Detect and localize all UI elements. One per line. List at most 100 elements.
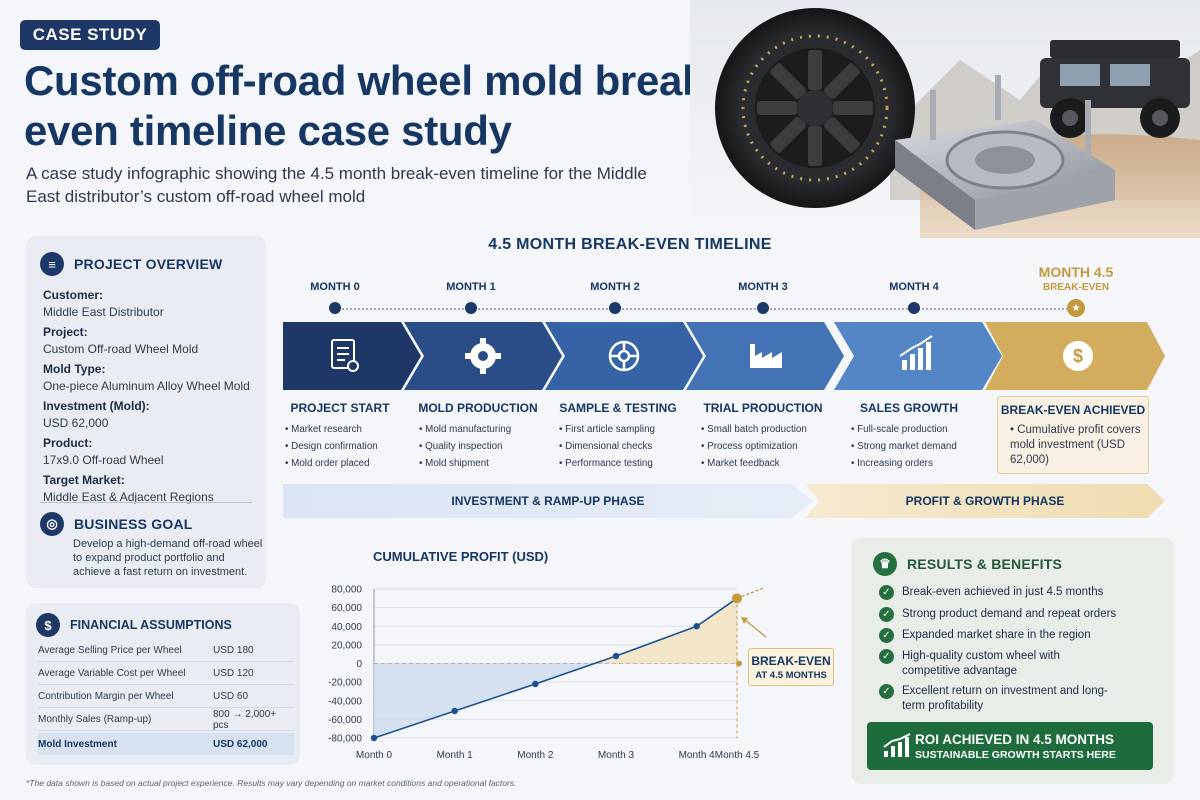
stage-title: PROJECT START bbox=[290, 401, 390, 415]
customer-label: Customer: bbox=[43, 288, 104, 302]
x-tick-label: Month 0 bbox=[356, 750, 393, 761]
result-text: Break-even achieved in just 4.5 months bbox=[902, 586, 1104, 598]
timeline-axis bbox=[335, 308, 1075, 310]
stage-bullet: Process optimization bbox=[701, 438, 851, 455]
x-tick-label: Month 3 bbox=[598, 750, 635, 761]
roi-banner: ROI ACHIEVED IN 4.5 MONTHS SUSTAINABLE G… bbox=[867, 722, 1153, 770]
timeline-title: 4.5 MONTH BREAK-EVEN TIMELINE bbox=[488, 236, 772, 253]
stage-chevron-sample-testing bbox=[545, 322, 705, 390]
data-point bbox=[693, 623, 700, 630]
breakeven-achieved-detail: Cumulative profit covers mold investment… bbox=[1010, 424, 1141, 466]
stage-bullet: Full-scale production bbox=[851, 421, 1001, 438]
stage-bullet: Mold manufacturing bbox=[419, 421, 569, 438]
profit-phase-label: PROFIT & GROWTH PHASE bbox=[905, 494, 1065, 508]
results-benefits-panel: ♛ RESULTS & BENEFITS ✓Break-even achieve… bbox=[851, 538, 1174, 784]
project-value: Custom Off-road Wheel Mold bbox=[43, 342, 199, 356]
finance-row-key: Mold Investment bbox=[38, 738, 117, 750]
stage-bullet: Market feedback bbox=[701, 455, 851, 472]
y-tick-label: 40,000 bbox=[331, 622, 362, 633]
roi-main-text: ROI ACHIEVED IN 4.5 MONTHS bbox=[915, 731, 1115, 747]
annotation-line1: BREAK-EVEN bbox=[751, 654, 831, 668]
finance-row-key: Monthly Sales (Ramp-up) bbox=[38, 714, 152, 725]
month-label: MONTH 2 bbox=[590, 281, 640, 293]
results-benefits-title: RESULTS & BENEFITS bbox=[907, 556, 1063, 572]
finance-row-key: Average Selling Price per Wheel bbox=[38, 645, 182, 656]
roi-sub-text: SUSTAINABLE GROWTH STARTS HERE bbox=[915, 748, 1116, 761]
y-tick-label: 80,000 bbox=[331, 585, 362, 596]
check-icon: ✓ bbox=[879, 607, 894, 622]
y-tick-label: -40,000 bbox=[328, 696, 362, 707]
result-text: Strong product demand and repeat orders bbox=[902, 608, 1117, 620]
stage-bullets: Market research Design confirmation Mold… bbox=[285, 421, 435, 472]
cumulative-profit-chart: 80,00060,00040,00020,0000-20,000-40,000-… bbox=[328, 585, 767, 761]
stage-bullet: Mold order placed bbox=[285, 455, 435, 472]
y-tick-label: -60,000 bbox=[328, 715, 362, 726]
product-value: 17x9.0 Off-road Wheel bbox=[43, 453, 164, 467]
result-item: ✓ Strong product demand and repeat orders bbox=[879, 607, 1169, 622]
breakeven-annotation-box: BREAK-EVEN AT 4.5 MONTHS bbox=[748, 648, 834, 686]
finance-row: Contribution Margin per Wheel USD 60 bbox=[38, 686, 294, 708]
hero-illustration bbox=[690, 0, 1200, 238]
gear-icon bbox=[465, 338, 501, 374]
month-label-breakeven: MONTH 4.5 bbox=[1038, 264, 1114, 280]
growth-chart-icon bbox=[899, 335, 933, 370]
month-label: MONTH 4 bbox=[889, 281, 939, 293]
breakeven-point bbox=[732, 593, 742, 604]
timeline-dot bbox=[757, 302, 769, 314]
check-icon: ✓ bbox=[879, 684, 894, 699]
finance-row: Monthly Sales (Ramp-up) 800 → 2,000+ pcs bbox=[38, 709, 294, 731]
financial-assumptions-header: $ FINANCIAL ASSUMPTIONS bbox=[36, 613, 232, 637]
stage-title: SALES GROWTH bbox=[860, 401, 958, 415]
svg-text:$: $ bbox=[1073, 346, 1083, 366]
timeline-dot bbox=[465, 302, 477, 314]
stage-bullet: Strong market demand bbox=[851, 438, 1001, 455]
result-item: ✓Break-even achieved in just 4.5 months bbox=[879, 585, 1169, 600]
month-label: MONTH 0 bbox=[310, 281, 360, 293]
profit-area bbox=[594, 598, 737, 664]
stage-bullet: Design confirmation bbox=[285, 438, 435, 455]
wheel-icon bbox=[608, 340, 640, 372]
stage-bullet: Market research bbox=[285, 421, 435, 438]
finance-row-value: USD 60 bbox=[213, 691, 249, 702]
stage-bullets: First article sampling Dimensional check… bbox=[559, 421, 709, 472]
business-goal-title: BUSINESS GOAL bbox=[74, 516, 193, 532]
target-market-value: Middle East & Adjacent Regions bbox=[43, 490, 214, 504]
timeline-dot bbox=[329, 302, 341, 314]
stage-bullet: Mold shipment bbox=[419, 455, 569, 472]
stage-bullet: Small batch production bbox=[701, 421, 851, 438]
result-item: ✓Expanded market share in the region bbox=[879, 628, 1169, 643]
stage-chevron-trial-production bbox=[686, 322, 846, 390]
breakeven-achieved-text: • Cumulative profit covers mold investme… bbox=[1010, 424, 1141, 466]
x-tick-label: Month 4 bbox=[679, 750, 716, 761]
y-tick-label: -80,000 bbox=[328, 734, 362, 745]
annotation-dot bbox=[736, 660, 742, 667]
overview-divider bbox=[40, 502, 252, 503]
document-icon: ≡ bbox=[40, 252, 64, 276]
result-item: ✓ Excellent return on investment and long… bbox=[879, 684, 1115, 714]
breakeven-sub-label: BREAK-EVEN bbox=[1042, 282, 1110, 293]
stage-title: MOLD PRODUCTION bbox=[418, 401, 538, 415]
annotation-line2: AT 4.5 MONTHS bbox=[755, 670, 827, 681]
result-text: Excellent return on investment and long-… bbox=[902, 685, 1108, 712]
stage-title: TRIAL PRODUCTION bbox=[703, 401, 823, 415]
stage-bullet: Dimensional checks bbox=[559, 438, 709, 455]
stage-bullets: Full-scale production Strong market dema… bbox=[851, 421, 1001, 472]
project-overview-fields: Customer: Middle East Distributor Projec… bbox=[43, 282, 253, 504]
mold-type-label: Mold Type: bbox=[43, 362, 106, 376]
month-label: MONTH 1 bbox=[446, 281, 496, 293]
finance-row-key: Contribution Margin per Wheel bbox=[38, 691, 174, 702]
mold-type-value: One-piece Aluminum Alloy Wheel Mold bbox=[43, 379, 250, 393]
customer-value: Middle East Distributor bbox=[43, 305, 164, 319]
x-tick-label: Month 4.5 bbox=[715, 750, 760, 761]
page-title: Custom off-road wheel mold break-even ti… bbox=[24, 57, 719, 154]
project-label: Project: bbox=[43, 325, 88, 339]
project-overview-panel: ≡ PROJECT OVERVIEW Customer: Middle East… bbox=[26, 236, 266, 588]
finance-row: Average Selling Price per Wheel USD 180 bbox=[38, 640, 294, 662]
month-label: MONTH 3 bbox=[738, 281, 788, 293]
case-study-badge: CASE STUDY bbox=[20, 20, 160, 50]
stage-bullets: Small batch production Process optimizat… bbox=[701, 421, 851, 472]
stage-bullet: First article sampling bbox=[559, 421, 709, 438]
annotation-arrow-head bbox=[741, 617, 748, 624]
check-icon: ✓ bbox=[879, 628, 894, 643]
stage-bullet: Quality inspection bbox=[419, 438, 569, 455]
